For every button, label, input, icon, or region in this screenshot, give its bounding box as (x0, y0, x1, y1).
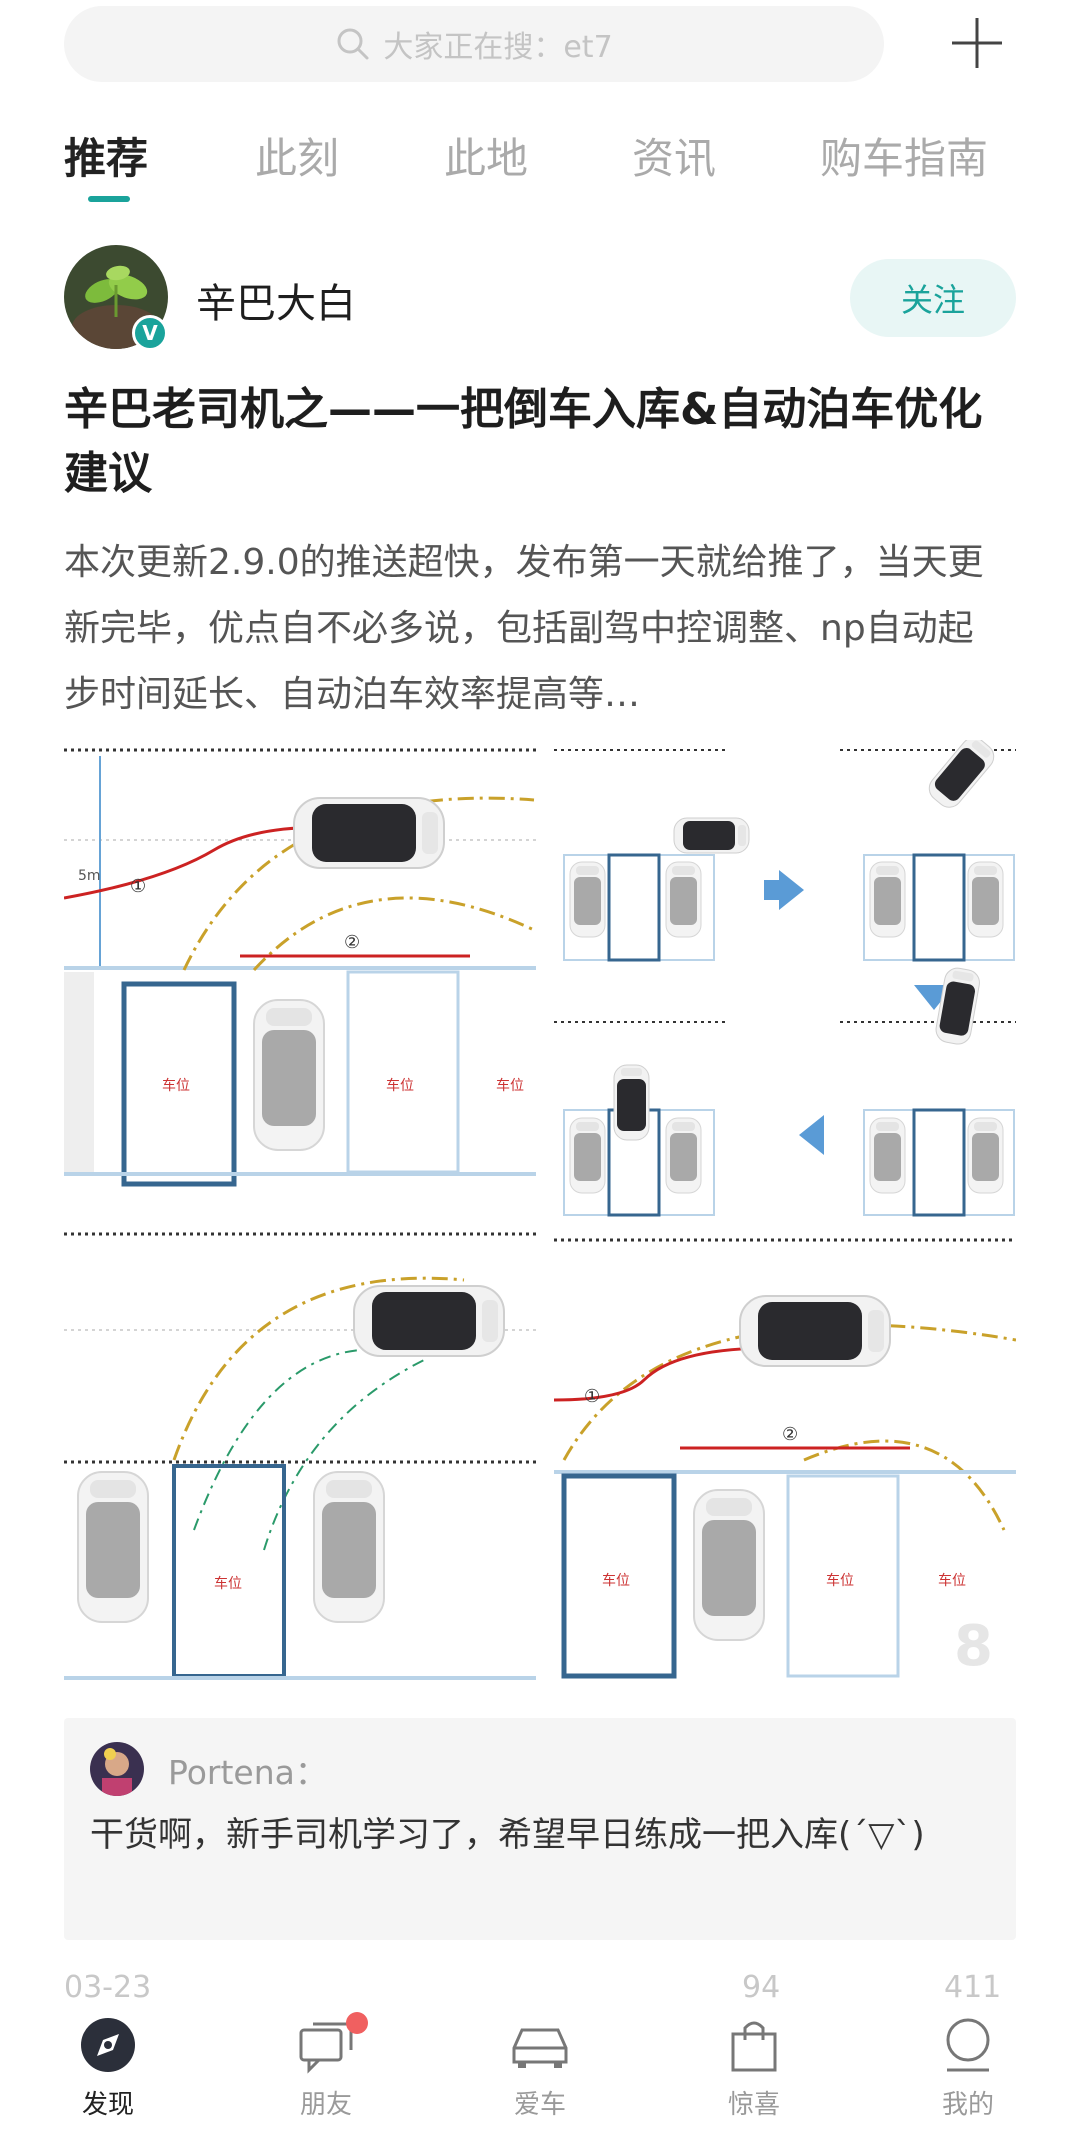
tab-now[interactable]: 此刻 (255, 134, 340, 183)
post-author-row: V 辛巴大白 关注 (64, 245, 1016, 355)
post-image[interactable]: 5m ① ② 车位 车位 车位 (63, 732, 1017, 1685)
spot-label: 车位 (938, 1572, 966, 1589)
shopping-bag-icon (731, 2021, 777, 2072)
tab-local[interactable]: 此地 (444, 134, 529, 183)
car-icon (512, 2028, 568, 2068)
nav-friends[interactable]: 朋友 (266, 2012, 386, 2136)
commenter-name[interactable]: Portena： (168, 1753, 328, 1792)
marker-1-label: ① (584, 1386, 600, 1407)
nav-label: 我的 (941, 2090, 994, 2120)
nav-me[interactable]: 我的 (908, 2016, 1028, 2136)
spot-label: 车位 (214, 1575, 242, 1592)
active-tab-indicator (88, 196, 130, 202)
spot-label: 车位 (602, 1572, 630, 1589)
like-count[interactable]: 411 (944, 1970, 1002, 2000)
plus-icon[interactable] (948, 14, 1006, 72)
tab-news[interactable]: 资讯 (632, 134, 717, 183)
spot-label: 车位 (496, 1077, 524, 1094)
notification-dot (346, 2012, 368, 2034)
commenter-avatar[interactable] (90, 1742, 144, 1796)
comment-text: 干货啊，新手司机学习了，希望早日练成一把入库(ˊ▽ˋ) (90, 1815, 925, 1855)
nav-label: 朋友 (299, 2090, 352, 2120)
search-icon (337, 28, 369, 60)
corner-digit: 8 (954, 1614, 993, 1679)
marker-2-label: ② (344, 932, 360, 953)
verified-badge-icon: V (132, 315, 168, 351)
bottom-nav: 发现 朋友 爱车 惊喜 我的 (0, 1998, 1080, 2148)
distance-label: 5m (78, 868, 101, 884)
tab-buying-guide[interactable]: 购车指南 (820, 134, 989, 183)
post-meta-row: 03-23 94 411 (64, 1970, 1016, 2000)
spot-label: 车位 (386, 1077, 414, 1094)
hot-comment[interactable]: Portena： 干货啊，新手司机学习了，希望早日练成一把入库(ˊ▽ˋ) (64, 1718, 1016, 1940)
post-description[interactable]: 本次更新2.9.0的推送超快，发布第一天就给推了，当天更新完毕，优点自不必多说，… (64, 542, 984, 715)
search-placeholder: 大家正在搜：et7 (383, 30, 613, 65)
post-date: 03-23 (64, 1970, 152, 2000)
feed-tabs: 推荐 此刻 此地 资讯 购车指南 (0, 125, 1080, 205)
nav-label: 爱车 (513, 2090, 566, 2120)
spot-label: 车位 (826, 1572, 854, 1589)
tab-recommend[interactable]: 推荐 (64, 134, 149, 183)
search-bar[interactable]: 大家正在搜：et7 (64, 6, 884, 82)
diagram-panel-4: ① ② 车位 车位 车位 8 (553, 1238, 1017, 1679)
post-title[interactable]: 辛巴老司机之——一把倒车入库&自动泊车优化建议 (64, 384, 983, 499)
follow-button[interactable]: 关注 (850, 259, 1016, 337)
marker-1-label: ① (130, 876, 146, 897)
nav-label: 惊喜 (727, 2090, 780, 2120)
diagram-panel-3: 车位 (64, 1232, 536, 1680)
marker-2-label: ② (782, 1424, 798, 1445)
comment-count[interactable]: 94 (742, 1970, 781, 2000)
diagram-panel-2 (554, 732, 1016, 1217)
profile-icon (946, 2018, 990, 2072)
compass-icon (81, 2018, 135, 2072)
spot-label: 车位 (162, 1077, 190, 1094)
nav-label: 发现 (81, 2090, 134, 2120)
diagram-panel-1: 5m ① ② 车位 车位 车位 (63, 748, 536, 1187)
nav-surprise[interactable]: 惊喜 (694, 2016, 814, 2136)
author-name[interactable]: 辛巴大白 (196, 281, 356, 327)
nav-my-car[interactable]: 爱车 (480, 2016, 600, 2136)
nav-discover[interactable]: 发现 (48, 2016, 168, 2136)
top-bar: 大家正在搜：et7 (0, 0, 1080, 90)
